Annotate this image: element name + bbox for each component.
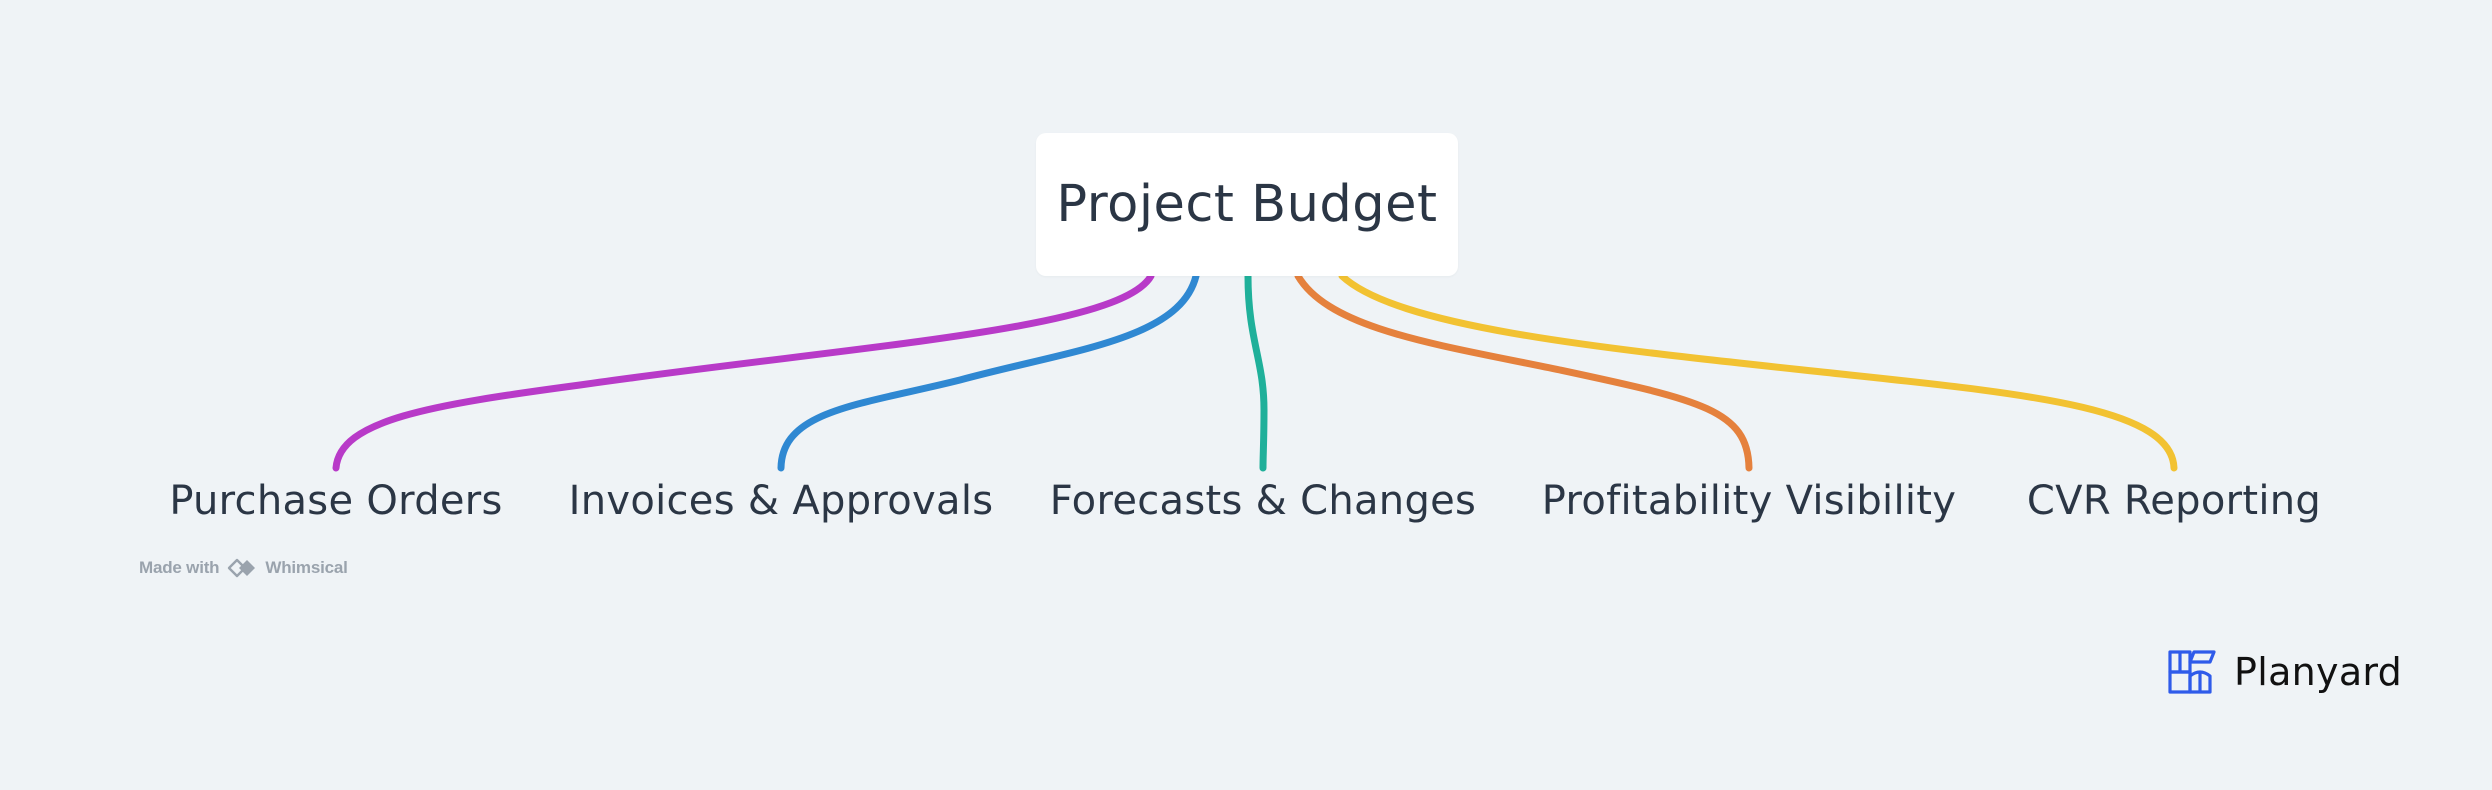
connector-forecasts-changes bbox=[1244, 272, 1268, 472]
connector-cvr-reporting bbox=[1338, 272, 2178, 472]
planyard-brand-name: Planyard bbox=[2234, 650, 2403, 694]
child-node-invoices-approvals[interactable]: Invoices & Approvals bbox=[568, 478, 994, 524]
root-node[interactable]: Project Budget bbox=[1036, 133, 1458, 276]
connector-invoices-approvals bbox=[777, 272, 1200, 472]
connector-profitability-visibility bbox=[1294, 272, 1753, 472]
root-node-label: Project Budget bbox=[1056, 175, 1438, 234]
made-with-whimsical-watermark[interactable]: Made with Whimsical bbox=[139, 556, 348, 580]
planyard-branding: Planyard bbox=[2168, 648, 2402, 696]
watermark-prefix: Made with bbox=[139, 558, 220, 577]
child-node-purchase-orders[interactable]: Purchase Orders bbox=[169, 478, 503, 524]
child-node-profitability-visibility[interactable]: Profitability Visibility bbox=[1541, 478, 1957, 524]
child-node-forecasts-changes[interactable]: Forecasts & Changes bbox=[1049, 478, 1477, 524]
planyard-logo-icon bbox=[2168, 650, 2216, 694]
watermark-brand: Whimsical bbox=[265, 558, 348, 577]
whimsical-logo-icon bbox=[228, 558, 256, 578]
child-node-cvr-reporting[interactable]: CVR Reporting bbox=[2026, 478, 2322, 524]
connector-purchase-orders bbox=[332, 272, 1155, 472]
